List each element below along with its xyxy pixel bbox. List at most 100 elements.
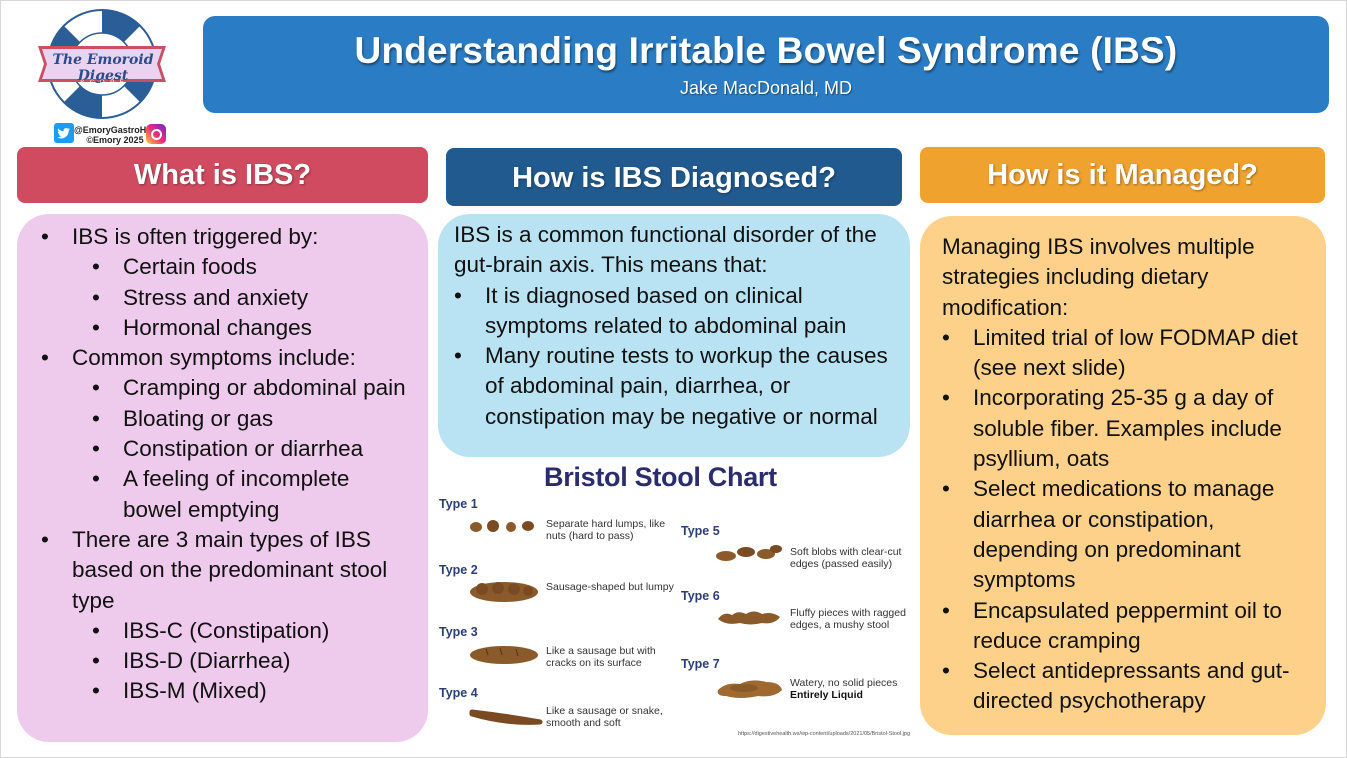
title-banner: Understanding Irritable Bowel Syndrome (… xyxy=(203,16,1329,113)
type-7-description-bold: Entirely Liquid xyxy=(790,689,863,701)
managed-item: • Limited trial of low FODMAP diet (see n… xyxy=(942,323,1312,384)
lifebuoy-logo-icon xyxy=(38,9,166,119)
type-4-description: Like a sausage or snake, smooth and soft xyxy=(546,705,663,729)
what-is-ibs-item-text: IBS-C (Constipation) xyxy=(123,617,330,643)
type-7-label: Type 7 xyxy=(681,657,720,671)
bullet-icon: • xyxy=(92,314,100,340)
managed-item: •Select medications to manage diarrhea o… xyxy=(942,474,1312,595)
diagnosed-intro: IBS is a common functional disorder of t… xyxy=(454,222,877,278)
bullet-icon: • xyxy=(41,345,49,371)
managed-item: •Encapsulated peppermint oil to reduce c… xyxy=(942,596,1312,657)
twitter-icon[interactable] xyxy=(54,123,74,143)
bullet-icon: • xyxy=(942,658,950,684)
type-6-label: Type 6 xyxy=(681,589,720,603)
what-is-ibs-item-text: IBS-M (Mixed) xyxy=(123,678,267,704)
what-is-ibs-item: • IBS-C (Constipation) xyxy=(41,616,412,646)
what-is-ibs-item: • Bloating or gas xyxy=(41,404,412,434)
what-is-ibs-item-text: There are 3 main types of IBS based on t… xyxy=(72,526,388,613)
what-is-ibs-item: • Stress and anxiety xyxy=(41,283,412,313)
diagnosed-item-text: It is diagnosed based on clinical sympto… xyxy=(485,282,847,338)
how-diagnosed-panel: IBS is a common functional disorder of t… xyxy=(438,214,910,457)
type-2-label: Type 2 xyxy=(439,563,478,577)
bristol-chart-title: Bristol Stool Chart xyxy=(544,462,777,492)
diagnosed-item: • It is diagnosed based on clinical sympt… xyxy=(454,281,894,342)
type-6-description: Fluffy pieces with ragged edges, a mushy… xyxy=(790,607,906,631)
bullet-icon: • xyxy=(942,324,950,350)
type-1-label: Type 1 xyxy=(439,497,478,511)
bullet-icon: • xyxy=(41,526,49,552)
managed-item-text: Encapsulated peppermint oil to reduce cr… xyxy=(973,597,1282,653)
type-7-description-text: Watery, no solid pieces xyxy=(790,677,898,689)
how-managed-panel: Managing IBS involves multiple strategie… xyxy=(920,216,1326,735)
what-is-ibs-list: • IBS is often triggered by: • Certain food… xyxy=(41,222,412,707)
what-is-ibs-item: •IBS-D (Diarrhea) xyxy=(41,646,412,676)
type-5-description: Soft blobs with clear-cut edges (passed … xyxy=(790,546,902,570)
managed-item: • Select antidepressants and gut-directed… xyxy=(942,656,1312,717)
diagnosed-item: • Many routine tests to workup the causes… xyxy=(454,341,894,432)
bullet-icon: • xyxy=(92,254,100,280)
bullet-icon: • xyxy=(454,343,462,369)
type-7-description: Watery, no solid pieces Entirely Liquid xyxy=(790,677,920,701)
what-is-ibs-item-text: Common symptoms include: xyxy=(72,345,356,371)
type-2-description: Sausage-shaped but lumpy xyxy=(546,581,674,593)
what-is-ibs-item: • Cramping or abdominal pain xyxy=(41,373,412,403)
diagnosed-item-text: Many routine tests to workup the causes … xyxy=(485,343,888,429)
social-handle: @EmoryGastroHep ©Emory 2025 xyxy=(74,125,157,145)
what-is-ibs-item-text: A feeling of incomplete bowel emptying xyxy=(123,466,350,522)
bullet-icon: • xyxy=(942,476,950,502)
what-is-ibs-item: • Common symptoms include: xyxy=(41,343,412,373)
type-7-stool-icon xyxy=(717,680,782,698)
handle-text: @EmoryGastroHep xyxy=(74,125,157,135)
type-5-label: Type 5 xyxy=(681,524,720,538)
what-is-ibs-item: • Constipation or diarrhea xyxy=(41,434,412,464)
what-is-ibs-panel: • IBS is often triggered by: • Certain food… xyxy=(17,214,428,742)
bullet-icon: • xyxy=(92,284,100,310)
bristol-stool-chart: Bristol Stool Chart Type 1 Separate hard… xyxy=(438,460,916,742)
managed-intro: Managing IBS involves multiple strategie… xyxy=(942,234,1255,320)
bullet-icon: • xyxy=(92,405,100,431)
managed-list: • Limited trial of low FODMAP diet (see n… xyxy=(942,323,1312,717)
what-is-ibs-item-text: Certain foods xyxy=(123,254,257,280)
type-1-description: Separate hard lumps, like nuts (hard to … xyxy=(546,518,666,542)
what-is-ibs-item: • Hormonal changes xyxy=(41,313,412,343)
page-title: Understanding Irritable Bowel Syndrome (… xyxy=(354,30,1178,71)
what-is-ibs-item-text: IBS is often triggered by: xyxy=(72,224,319,249)
author-name: Jake MacDonald, MD xyxy=(679,78,853,98)
how-diagnosed-header: How is IBS Diagnosed? xyxy=(446,148,902,206)
type-4-label: Type 4 xyxy=(439,686,478,700)
bullet-icon: • xyxy=(92,678,100,704)
managed-item-text: Limited trial of low FODMAP diet (see ne… xyxy=(973,324,1298,381)
bullet-icon: • xyxy=(92,466,100,492)
bullet-icon: • xyxy=(92,617,100,643)
bullet-icon: • xyxy=(942,385,950,411)
type-3-label: Type 3 xyxy=(439,625,478,639)
type-6-stool-icon xyxy=(718,611,780,625)
bullet-icon: • xyxy=(41,224,49,249)
what-is-ibs-item-text: Constipation or diarrhea xyxy=(123,436,364,462)
managed-item-text: Incorporating 25-35 g a day of soluble f… xyxy=(973,385,1282,472)
bullet-icon: • xyxy=(454,282,462,308)
type-4-stool-icon xyxy=(469,709,543,725)
what-is-ibs-item-text: Hormonal changes xyxy=(123,314,312,340)
managed-item-text: Select antidepressants and gut-directed … xyxy=(973,658,1290,714)
image-source-url: https://digestivehealth.ws/wp-content/up… xyxy=(738,731,911,737)
what-is-ibs-item: • A feeling of incomplete bowel emptying xyxy=(41,464,412,525)
what-is-ibs-item: • IBS-M (Mixed) xyxy=(41,676,412,706)
how-managed-header: How is it Managed? xyxy=(920,147,1325,203)
instagram-icon[interactable] xyxy=(146,124,166,144)
what-is-ibs-header: What is IBS? xyxy=(17,147,428,203)
emoroid-digest-logo: The Emoroid Digest S C O P E @EmoryGastr… xyxy=(18,6,190,146)
what-is-ibs-item: • IBS is often triggered by: xyxy=(41,222,412,252)
what-is-ibs-item: • There are 3 main types of IBS based on … xyxy=(41,525,412,616)
what-is-ibs-item: • Certain foods xyxy=(41,252,412,282)
bullet-icon: • xyxy=(92,436,100,462)
diagnosed-list: • It is diagnosed based on clinical sympt… xyxy=(454,281,894,432)
what-is-ibs-item-text: Cramping or abdominal pain xyxy=(123,375,406,401)
copyright-text: ©Emory 2025 xyxy=(86,135,144,145)
bullet-icon: • xyxy=(92,375,100,401)
what-is-ibs-item-text: Bloating or gas xyxy=(123,405,274,431)
managed-item: • Incorporating 25-35 g a day of soluble … xyxy=(942,383,1312,474)
what-is-ibs-item-text: IBS-D (Diarrhea) xyxy=(123,648,291,674)
what-is-ibs-item-text: Stress and anxiety xyxy=(123,284,309,310)
type-5-stool-icon xyxy=(716,545,782,561)
